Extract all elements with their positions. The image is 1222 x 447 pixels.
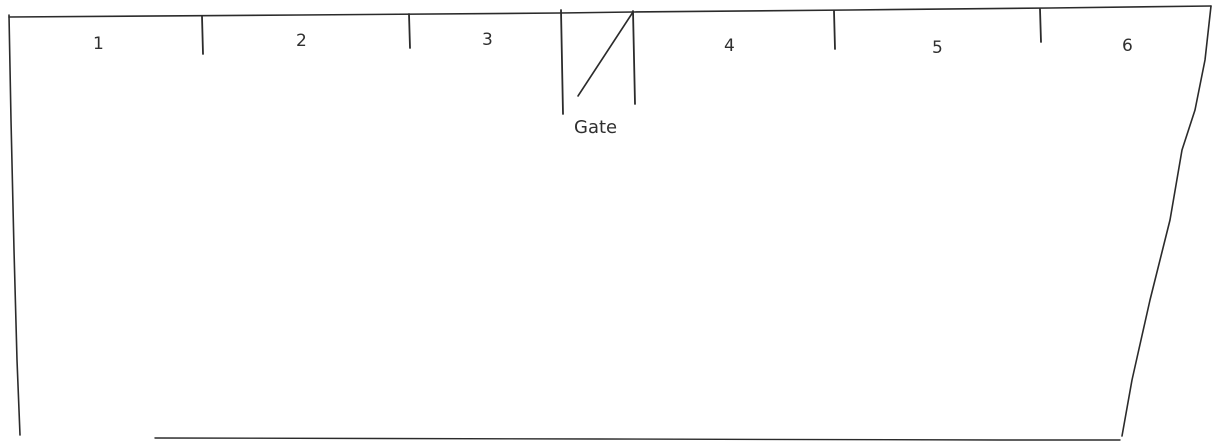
gate-post-right — [632, 10, 636, 105]
plot-divider-2-3 — [408, 13, 411, 49]
top-boundary-line — [8, 5, 1212, 18]
plot-divider-5-6 — [1039, 8, 1042, 43]
right-boundary-line — [1121, 5, 1212, 437]
gate-label: Gate — [574, 117, 617, 138]
plot-divider-4-5 — [833, 10, 836, 50]
plot-label-3: 3 — [482, 30, 493, 50]
plot-label-1: 1 — [93, 34, 104, 54]
plot-label-2: 2 — [296, 31, 307, 51]
plot-label-5: 5 — [932, 38, 943, 58]
bottom-boundary-line — [154, 437, 1121, 441]
plot-divider-1-2 — [201, 15, 204, 55]
plot-label-6: 6 — [1122, 36, 1133, 56]
plot-label-4: 4 — [724, 36, 735, 56]
gate-swing-line — [577, 11, 634, 97]
left-boundary-line — [8, 14, 21, 436]
gate-post-left — [560, 9, 564, 115]
